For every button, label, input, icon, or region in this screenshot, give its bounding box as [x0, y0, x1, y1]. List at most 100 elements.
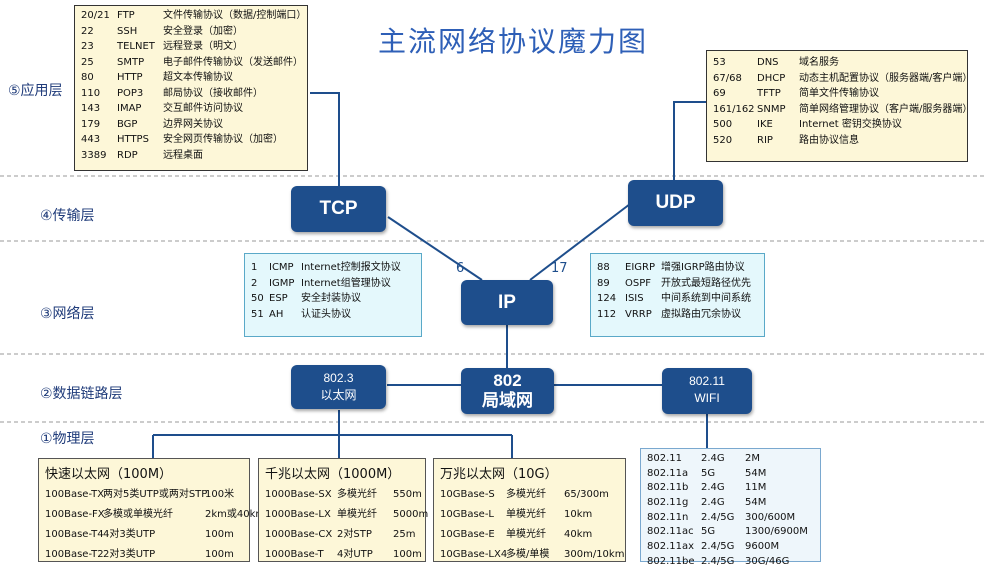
gigabit-ethernet-row-cell: 多模光纤 — [337, 489, 377, 500]
tcp-port-row-cell: 443 — [81, 134, 101, 145]
wifi-standard-row-cell: 9600M — [745, 541, 780, 553]
udp-port-row-cell: RIP — [757, 134, 773, 146]
ip-protocol-row-cell: AH — [269, 308, 284, 320]
tcp-port-row-cell: 80 — [81, 72, 94, 83]
udp-port-row-cell: 简单文件传输协议 — [799, 88, 879, 99]
wifi-standard-row-cell: 1300/6900M — [745, 526, 808, 538]
wifi-node: 802.11 WIFI — [662, 368, 752, 414]
wifi-standard-row-cell: 5G — [701, 526, 716, 538]
tcp-port-row: 443 HTTPS 安全网页传输协议（加密） — [81, 132, 307, 148]
tcp-port-row-cell: 安全网页传输协议（加密） — [163, 134, 283, 145]
tcp-port-row-cell: 23 — [81, 41, 94, 52]
gigabit-ethernet-row-cell: 1000Base-LX — [265, 509, 331, 520]
lan-node-code: 802 — [493, 371, 522, 390]
tcp-protocol-number: 6 — [456, 261, 465, 276]
wifi-node-code: 802.11 — [689, 374, 725, 388]
gigabit-ethernet-row-cell: 1000Base-SX — [265, 489, 332, 500]
gigabit-ethernet-row-cell: 100m — [393, 549, 422, 560]
fast-ethernet-row-cell: 2km或40km — [205, 509, 266, 520]
tcp-port-row-cell: 远程桌面 — [163, 149, 203, 161]
udp-port-row-cell: 53 — [713, 57, 726, 68]
ip-protocol-row-cell: 50 — [251, 293, 264, 304]
ip-protocol-row-cell: 2 — [251, 277, 258, 289]
gigabit-ethernet-header: 千兆以太网（1000M） — [265, 467, 401, 482]
ip-protocol-row-cell: 51 — [251, 308, 264, 320]
udp-port-row-cell: 69 — [713, 88, 726, 99]
udp-port-row-cell: 路由协议信息 — [799, 134, 859, 146]
tcp-port-row-cell: HTTPS — [117, 134, 149, 145]
gigabit-ethernet-row-cell: 2对STP — [337, 529, 372, 540]
ip-protocol-row-cell: IGMP — [269, 277, 295, 289]
tcp-port-row-cell: BGP — [117, 118, 138, 130]
udp-ip-line — [529, 203, 631, 281]
ethernet-node: 802.3 以太网 — [291, 365, 386, 409]
tcp-port-row-cell: 超文本传输协议 — [163, 72, 233, 83]
tcp-port-row-cell: TELNET — [117, 41, 155, 52]
ten-gigabit-ethernet-header: 万兆以太网（10G） — [440, 467, 558, 482]
udp-port-row-cell: DNS — [757, 57, 779, 68]
wifi-standard-row-cell: 54M — [745, 497, 767, 509]
udp-port-row-cell: SNMP — [757, 103, 786, 115]
tcp-port-row-cell: 交互邮件访问协议 — [163, 103, 243, 114]
ip-protocol-row-cell: 1 — [251, 262, 258, 273]
fast-ethernet-row: 100Base-TX两对5类UTP或两对STP100米 — [39, 485, 249, 505]
fast-ethernet-row-cell: 100Base-FX — [45, 509, 105, 520]
udp-port-row-cell: 520 — [713, 134, 733, 146]
fast-ethernet-row-cell: 100Base-TX — [45, 489, 105, 500]
ip-protocol-row-cell: 88 — [597, 262, 610, 273]
ten-gigabit-ethernet-row-cell: 10GBase-E — [440, 529, 495, 540]
tcp-port-row-cell: 22 — [81, 25, 94, 37]
ip-node: IP — [461, 280, 553, 325]
udp-node: UDP — [628, 180, 723, 226]
fast-ethernet-header: 快速以太网（100M） — [45, 467, 173, 482]
lan-node-label: 局域网 — [482, 391, 533, 410]
ten-gigabit-ethernet-row-cell: 40km — [564, 529, 593, 540]
ethernet-node-label: 以太网 — [320, 388, 357, 402]
tcp-port-row-cell: 边界网关协议 — [163, 118, 223, 130]
ip-protocol-row-cell: 安全封装协议 — [301, 293, 361, 304]
fast-ethernet-row-cell: 100Base-T4 — [45, 529, 104, 540]
wifi-standard-row-cell: 2.4/5G — [701, 541, 735, 553]
ip-protocol-row-cell: 中间系统到中间系统 — [661, 293, 751, 304]
tcp-port-row-cell: SMTP — [117, 56, 145, 68]
ip-protocol-row-cell: EIGRP — [625, 262, 655, 273]
ip-protocol-row-cell: 124 — [597, 293, 617, 304]
tcp-port-row-cell: 110 — [81, 87, 101, 99]
ten-gigabit-ethernet-row-cell: 65/300m — [564, 489, 609, 500]
ip-protocol-row-cell: 认证头协议 — [301, 308, 351, 320]
tcp-port-row-cell: 25 — [81, 56, 94, 68]
tcp-port-row-cell: 邮局协议（接收邮件） — [163, 87, 263, 99]
tcp-port-row-cell: 远程登录（明文） — [163, 41, 243, 52]
layer-label-physical: ①物理层 — [40, 431, 95, 447]
fast-ethernet-row-cell: 4对3类UTP — [103, 529, 156, 540]
tcp-port-row-cell: RDP — [117, 149, 138, 161]
udp-port-row-cell: 域名服务 — [799, 57, 839, 68]
wifi-standard-row-cell: 30G/46G — [745, 555, 790, 567]
gigabit-ethernet-row-cell: 25m — [393, 529, 416, 540]
